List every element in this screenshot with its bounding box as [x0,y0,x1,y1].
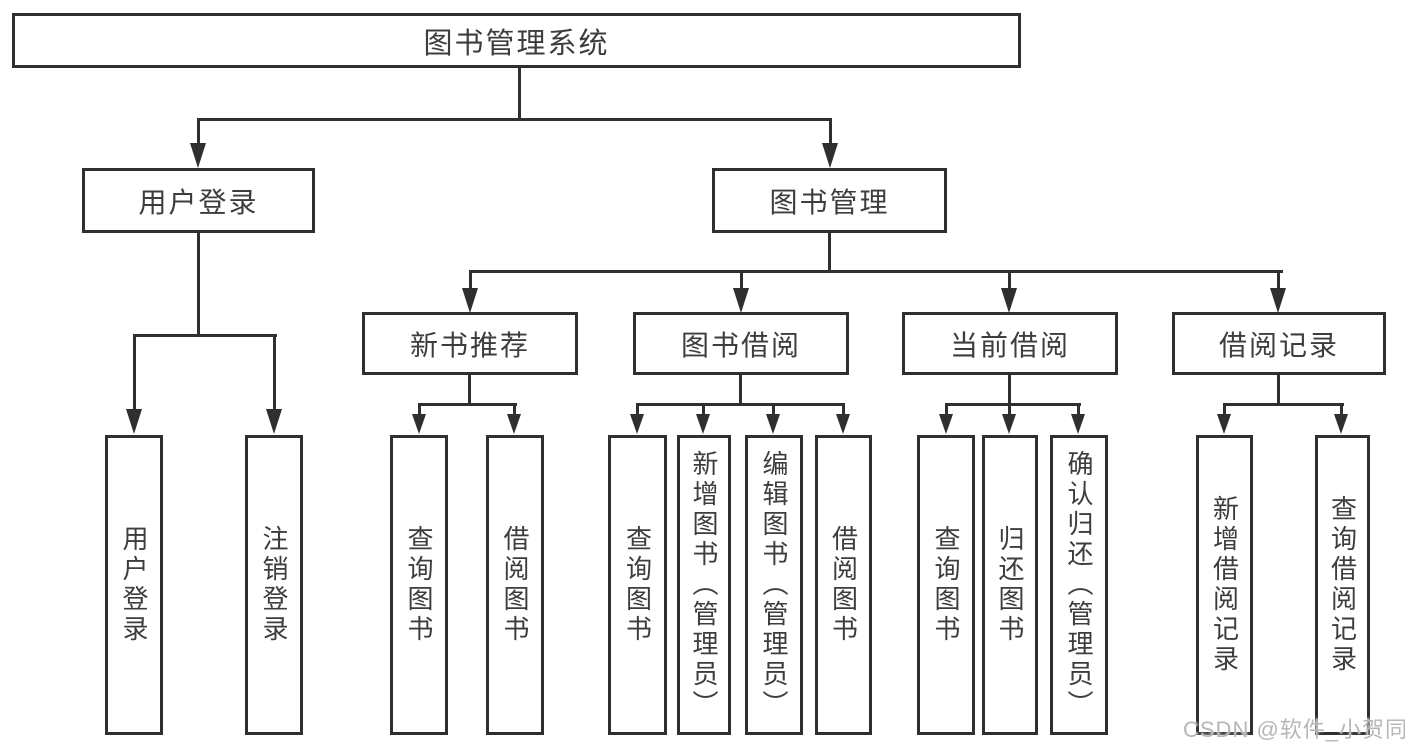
connector-line [945,403,948,417]
connector-line [828,233,831,273]
leaf-borrow-edit-books-admin-label: 编辑图书（管理员） [759,450,789,720]
node-current-borrow: 当前借阅 [902,312,1118,375]
leaf-current-return-books-label: 归还图书 [995,525,1025,645]
leaf-record-add-borrow-record-label: 新增借阅记录 [1209,495,1240,675]
arrowhead-down-icon [1002,414,1016,434]
arrowhead-down-icon [822,143,838,168]
leaf-newbook-borrow-books: 借阅图书 [486,435,544,735]
connector-line [842,403,845,417]
arrowhead-down-icon [126,409,142,434]
connector-line [418,403,421,417]
connector-line [636,403,845,406]
arrowhead-down-icon [266,409,282,434]
connector-line [1277,375,1280,406]
node-new-book-recommend: 新书推荐 [362,312,578,375]
leaf-current-return-books: 归还图书 [982,435,1038,735]
arrowhead-down-icon [836,414,850,434]
leaf-borrow-add-books-admin-label: 新增图书（管理员） [689,450,719,720]
arrowhead-down-icon [1334,414,1348,434]
leaf-current-query-books: 查询图书 [917,435,975,735]
arrowhead-down-icon [462,288,478,313]
arrowhead-down-icon [939,414,953,434]
leaf-newbook-query-books: 查询图书 [390,435,448,735]
node-current-borrow-label: 当前借阅 [949,329,1070,361]
leaf-borrow-borrow-books-label: 借阅图书 [828,525,859,645]
connector-line [740,270,743,292]
leaf-current-confirm-return-admin-label: 确认归还（管理员） [1064,450,1094,720]
node-root: 图书管理系统 [12,13,1021,68]
connector-line [1277,270,1280,292]
node-book-borrow: 图书借阅 [633,312,849,375]
leaf-newbook-query-books-label: 查询图书 [404,525,434,645]
arrowhead-down-icon [630,414,644,434]
arrowhead-down-icon [766,414,780,434]
connector-line [636,403,639,417]
leaf-record-query-borrow-record: 查询借阅记录 [1315,435,1370,735]
connector-line [1340,403,1343,417]
leaf-borrow-edit-books-admin: 编辑图书（管理员） [745,435,803,735]
arrowhead-down-icon [412,414,426,434]
leaf-record-add-borrow-record: 新增借阅记录 [1196,435,1253,735]
arrowhead-down-icon [1217,414,1231,434]
connector-line [702,403,705,417]
leaf-borrow-borrow-books: 借阅图书 [815,435,872,735]
arrowhead-down-icon [696,414,710,434]
node-book-borrow-label: 图书借阅 [680,329,801,361]
node-new-book-recommend-label: 新书推荐 [409,329,530,361]
leaf-current-confirm-return-admin: 确认归还（管理员） [1050,435,1108,735]
leaf-logout-label: 注销登录 [259,525,289,645]
connector-line [197,118,832,121]
connector-line [1223,403,1226,417]
connector-line [1008,270,1011,292]
connector-line [133,334,277,337]
node-book-management-group-label: 图书管理 [769,186,890,218]
leaf-logout: 注销登录 [245,435,303,735]
connector-line [1077,403,1080,417]
connector-line [945,403,1081,406]
node-book-management-group: 图书管理 [712,168,947,233]
connector-line [513,403,516,417]
watermark: CSDN @软件_小贺同学 [1183,717,1405,742]
connector-line [1008,375,1011,406]
connector-line [1223,403,1344,406]
connector-line [469,270,1283,273]
leaf-borrow-query-books-label: 查询图书 [622,525,653,645]
arrowhead-down-icon [190,143,206,168]
arrowhead-down-icon [733,288,749,313]
connector-line [1008,403,1011,417]
connector-line [133,334,136,412]
arrowhead-down-icon [507,414,521,434]
connector-line [197,233,200,336]
node-root-label: 图书管理系统 [423,27,610,60]
leaf-user-login: 用户登录 [105,435,163,735]
connector-line [469,270,472,292]
arrowhead-down-icon [1270,288,1286,313]
connector-line [518,68,521,121]
connector-line [273,334,276,412]
connector-line [468,375,471,406]
node-borrow-record-label: 借阅记录 [1218,329,1339,361]
connector-line [739,375,742,406]
connector-line [829,118,832,146]
connector-line [197,118,200,146]
arrowhead-down-icon [1001,288,1017,313]
leaf-borrow-query-books: 查询图书 [608,435,667,735]
node-borrow-record: 借阅记录 [1172,312,1386,375]
node-user-login-group-label: 用户登录 [138,186,259,218]
connector-line [418,403,517,406]
leaf-newbook-borrow-books-label: 借阅图书 [500,525,530,645]
connector-line [772,403,775,417]
node-user-login-group: 用户登录 [82,168,315,233]
leaf-user-login-label: 用户登录 [119,525,149,645]
leaf-record-query-borrow-record-label: 查询借阅记录 [1327,495,1358,675]
arrowhead-down-icon [1071,414,1085,434]
leaf-borrow-add-books-admin: 新增图书（管理员） [677,435,731,735]
leaf-current-query-books-label: 查询图书 [931,525,961,645]
